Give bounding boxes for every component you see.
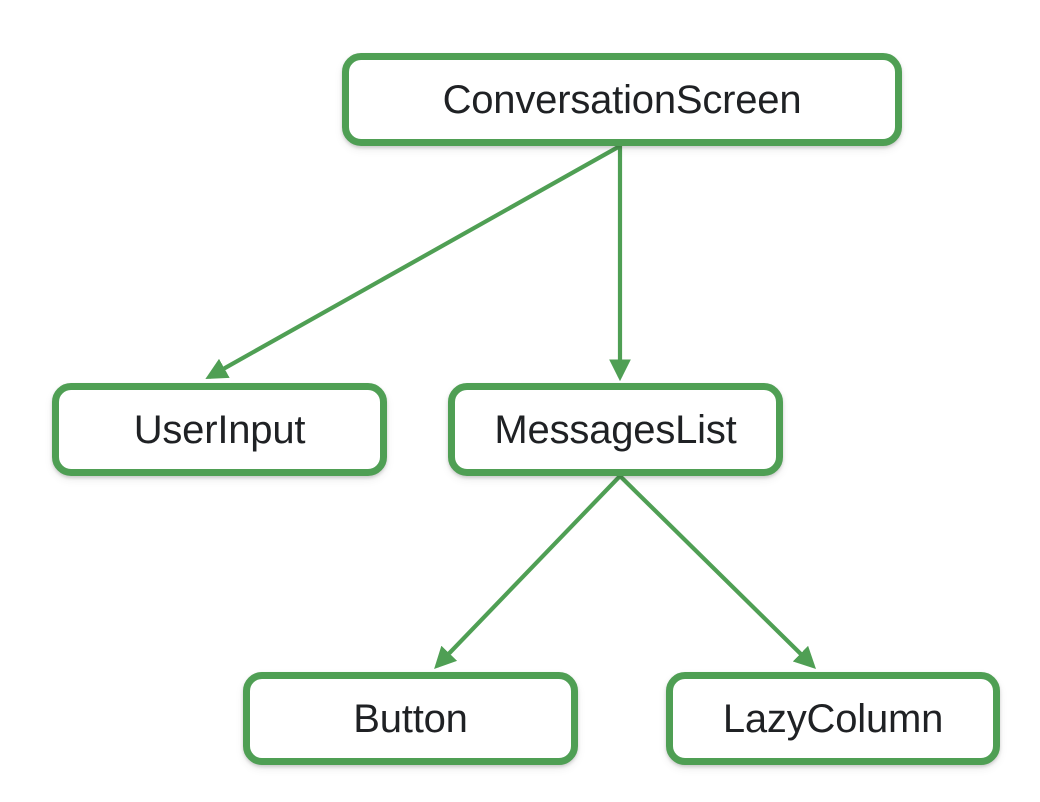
node-label-conversationscreen: ConversationScreen (442, 77, 802, 122)
node-label-userinput: UserInput (133, 407, 306, 452)
edge-messageslist-lazycolumn (618, 474, 816, 669)
node-button[interactable]: Button (243, 672, 578, 765)
node-label-lazycolumn: LazyColumn (722, 696, 944, 741)
node-conversationscreen[interactable]: ConversationScreen (342, 53, 902, 146)
node-label-messageslist: MessagesList (494, 407, 737, 452)
node-label-button: Button (353, 696, 468, 741)
node-lazycolumn[interactable]: LazyColumn (666, 672, 1000, 765)
edge-conversationscreen-userinput (205, 144, 622, 380)
edge-messageslist-button (434, 474, 622, 670)
node-userinput[interactable]: UserInput (52, 383, 387, 476)
node-messageslist[interactable]: MessagesList (448, 383, 783, 476)
